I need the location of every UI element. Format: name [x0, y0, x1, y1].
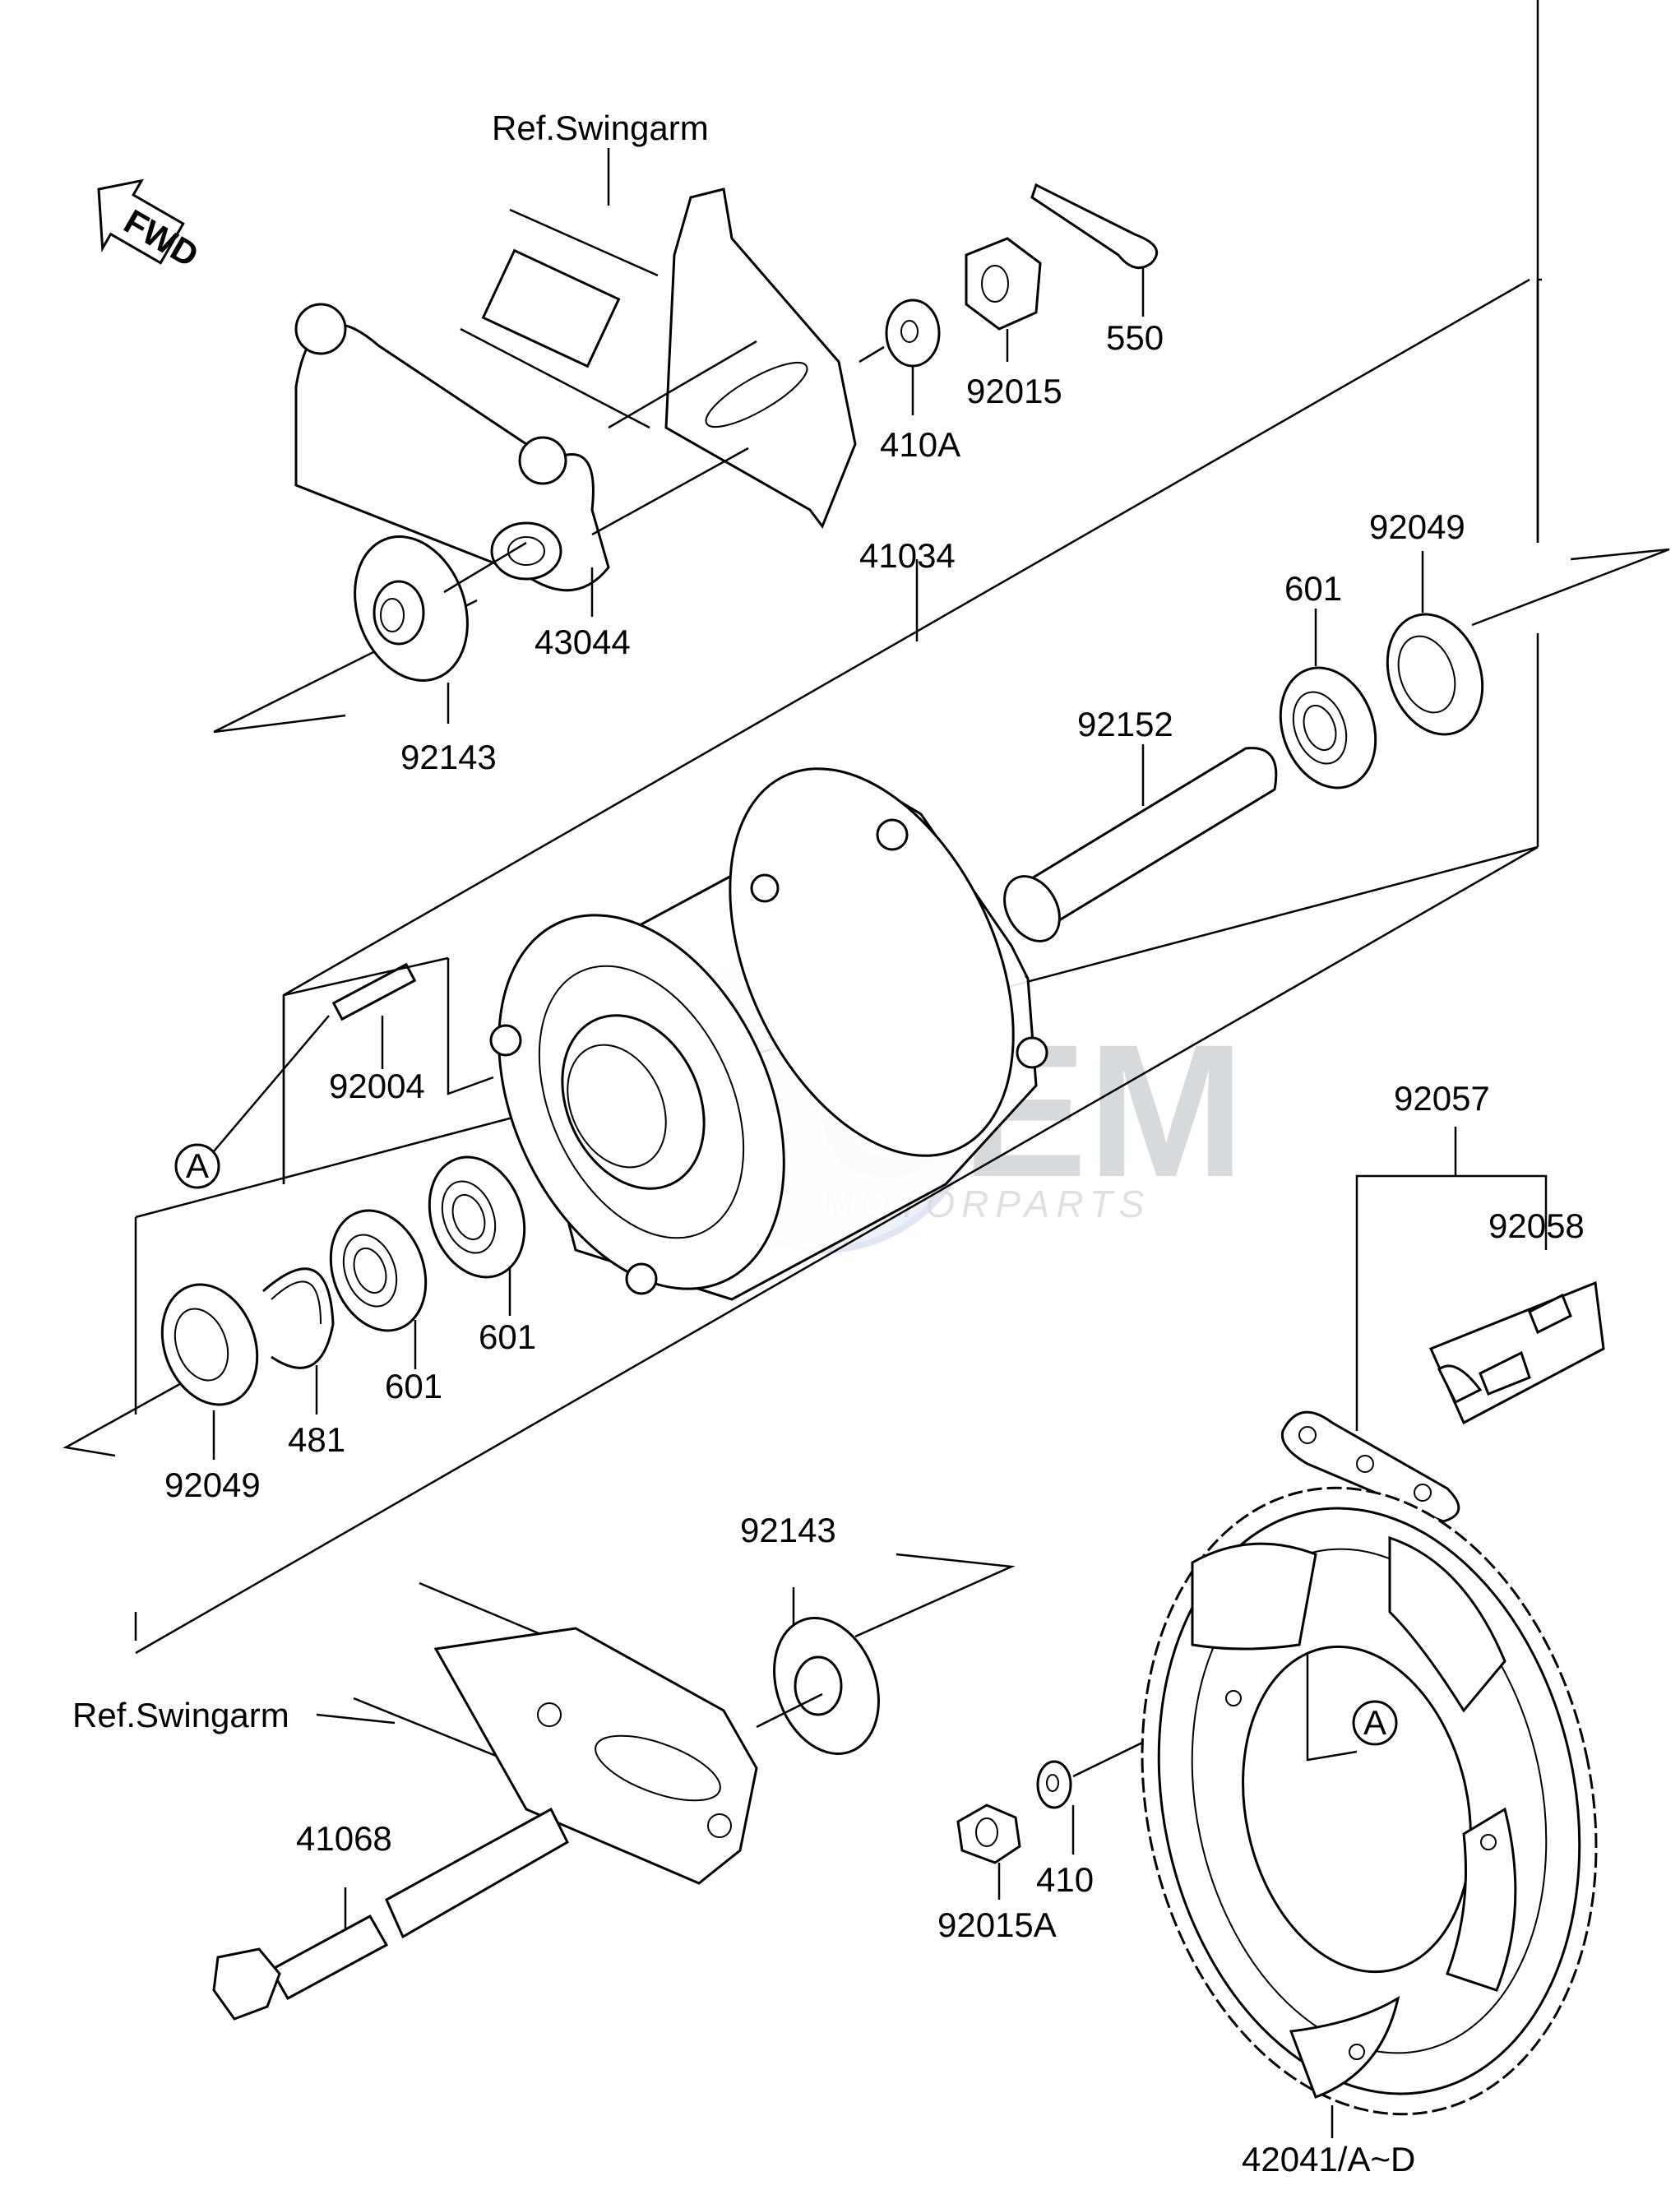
- swingarm-top-part: [460, 188, 857, 530]
- label-92057: 92057: [1394, 1079, 1490, 1118]
- label-481: 481: [288, 1420, 345, 1459]
- label-92143-top: 92143: [400, 738, 497, 776]
- label-ref-swingarm-top: Ref.Swingarm: [492, 109, 709, 147]
- ref-a-left-text: A: [186, 1146, 209, 1185]
- hub-41034: [489, 559, 1048, 1301]
- ref-a-sprocket-text: A: [1363, 1703, 1386, 1742]
- label-92049-right: 92049: [1369, 507, 1465, 546]
- bolt-41068: [212, 1807, 569, 2021]
- label-601-left: 601: [385, 1367, 442, 1405]
- master-link-92058: [1428, 1280, 1605, 1425]
- label-43044: 43044: [535, 623, 631, 661]
- bearing-601-right: [1279, 609, 1377, 789]
- seal-92049-left: [160, 1283, 259, 1460]
- collar-92143-bottom: [756, 1587, 880, 1755]
- label-601-mid: 601: [479, 1317, 536, 1356]
- nut-92015A: [956, 1803, 1021, 1900]
- label-550: 550: [1106, 318, 1164, 357]
- sprocket-42041: [1141, 1486, 1598, 2138]
- label-92004: 92004: [329, 1067, 425, 1105]
- circlip-481: [262, 1267, 335, 1415]
- seal-92049-right: [1386, 551, 1484, 736]
- label-410: 410: [1036, 1860, 1094, 1899]
- fwd-arrow-icon: FWD: [97, 178, 205, 275]
- chain-92057: [1280, 1127, 1548, 1523]
- label-92152: 92152: [1077, 705, 1173, 743]
- bearing-601-mid: [428, 1155, 526, 1316]
- label-41068: 41068: [296, 1819, 392, 1858]
- label-92049-left: 92049: [164, 1465, 261, 1504]
- label-410A: 410A: [880, 425, 960, 464]
- assembly-frame: [134, 0, 1542, 1655]
- label-41034: 41034: [859, 536, 956, 575]
- stud-92004: [213, 956, 494, 1184]
- label-601-right: 601: [1284, 569, 1342, 608]
- ref-a-circle-left: A: [174, 1143, 220, 1189]
- cotter-pin-550: [1030, 183, 1159, 317]
- bearing-601-left: [329, 1209, 428, 1369]
- washer-410A: [859, 299, 941, 415]
- axle-plate-43044: [294, 303, 749, 592]
- label-42041: 42041/A~D: [1242, 2140, 1415, 2179]
- label-92143-bottom: 92143: [740, 1511, 836, 1549]
- label-ref-swingarm-bottom: Ref.Swingarm: [72, 1696, 289, 1734]
- label-92015: 92015: [966, 372, 1062, 410]
- label-92015A: 92015A: [937, 1905, 1057, 1944]
- ref-a-circle-sprocket: A: [1352, 1700, 1398, 1746]
- label-92058: 92058: [1488, 1206, 1585, 1245]
- collar-92143-top: [354, 535, 527, 724]
- sleeve-92152: [1003, 744, 1278, 942]
- nut-92015: [965, 237, 1042, 362]
